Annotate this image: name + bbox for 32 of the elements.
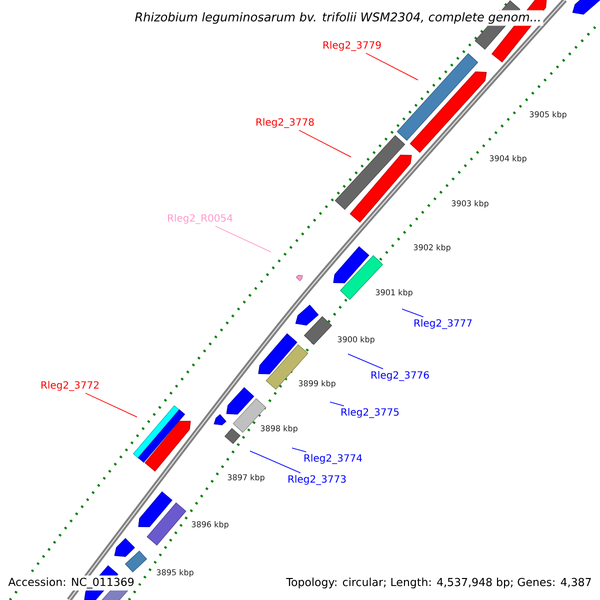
gene-label: Rleg2_3773 xyxy=(288,475,346,485)
gene-label: Rleg2_3777 xyxy=(414,319,472,329)
leader-line xyxy=(366,52,418,80)
title: Rhizobium leguminosarum bv. trifolii WSM2304, complete genom... xyxy=(132,10,544,26)
leader-line xyxy=(250,450,301,474)
leader-line xyxy=(402,308,424,318)
leader-line xyxy=(298,130,352,158)
tick-label: 3903 kbp xyxy=(452,200,488,208)
gene-label: Rleg2_R0054 xyxy=(168,214,232,224)
leader-line xyxy=(330,402,344,406)
tick-label: 3899 kbp xyxy=(298,380,336,388)
gene-label: Rleg2_3774 xyxy=(304,454,362,464)
tick-label: 3895 kbp xyxy=(156,569,194,577)
leader-line xyxy=(348,354,384,370)
gene-label: Rleg2_3779 xyxy=(323,41,381,51)
gene-label: Rleg2_3772 xyxy=(41,381,99,391)
genome-info-text: Topology: circular; Length: 4,537,948 bp; Genes: 4,387 xyxy=(284,576,594,590)
gene-label: Rleg2_3775 xyxy=(341,408,399,418)
gene-label: Rleg2_3776 xyxy=(371,371,429,381)
tick-label: 3901 kbp xyxy=(376,289,412,297)
tick-label: 3900 kbp xyxy=(338,336,374,344)
tick-label: 3902 kbp xyxy=(414,244,450,252)
leader-line xyxy=(85,392,138,418)
tick-label: 3898 kbp xyxy=(260,425,298,433)
tick-label: 3904 kbp xyxy=(490,155,526,163)
accession-text: Accession: NC_011369 xyxy=(6,576,136,590)
tick-label: 3897 kbp xyxy=(228,474,264,482)
leader-line xyxy=(215,226,272,252)
leader-line xyxy=(292,448,307,452)
gene-label: Rleg2_3778 xyxy=(256,118,314,128)
tick-label: 3896 kbp xyxy=(192,521,228,529)
tick-label: 3905 kbp xyxy=(530,111,566,119)
